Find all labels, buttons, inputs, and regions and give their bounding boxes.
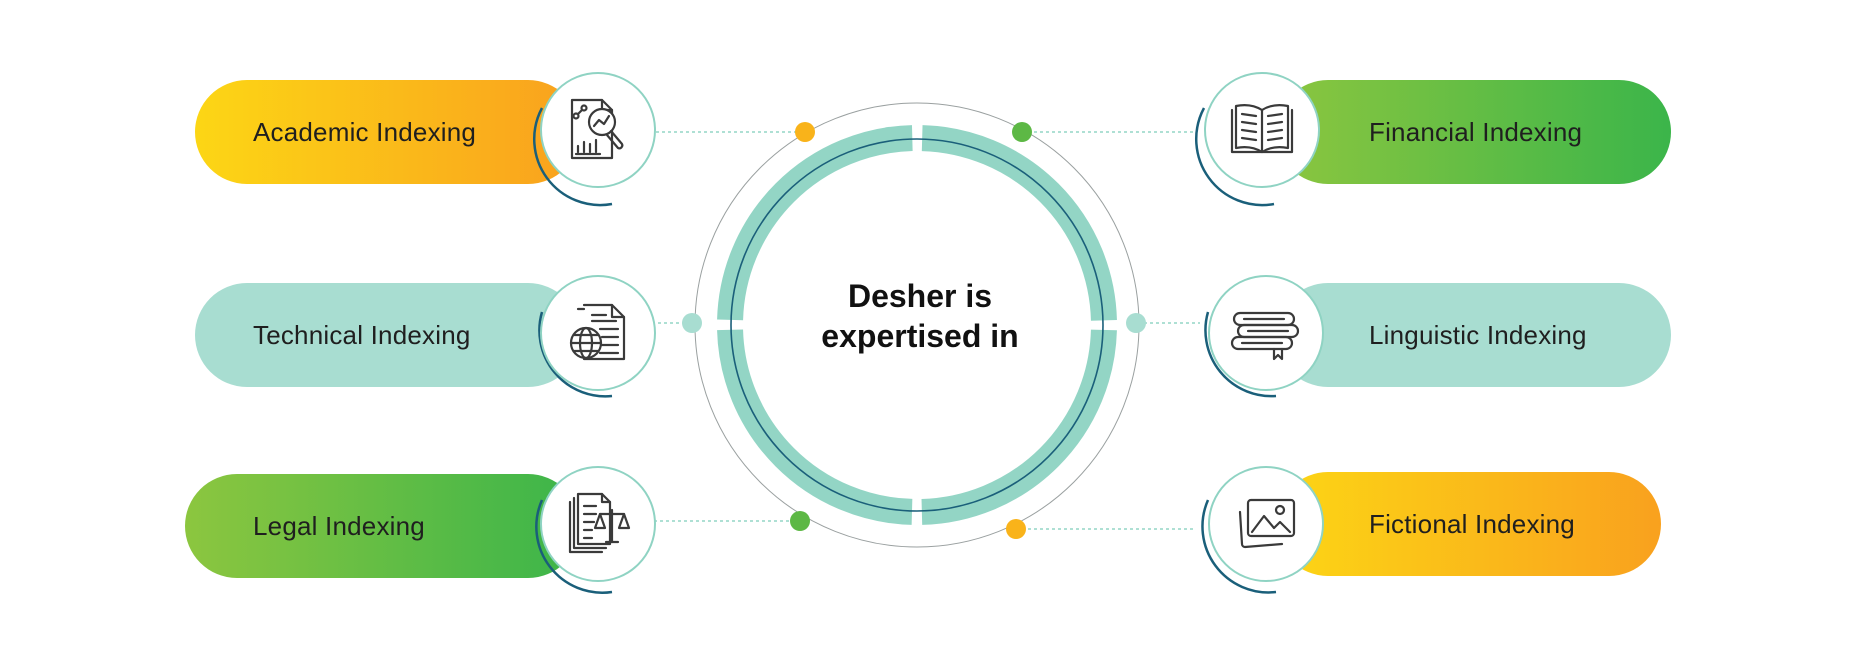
linguistic-indexing-pill: Linguistic Indexing [1196, 283, 1671, 387]
linguistic-badge [1208, 275, 1324, 391]
fictional-badge [1208, 466, 1324, 582]
magnifier-report-icon [570, 98, 624, 160]
legal-indexing-pill: Legal Indexing [185, 474, 580, 578]
linguistic-indexing-label: Linguistic Indexing [1369, 319, 1587, 350]
fictional-indexing-pill: Fictional Indexing [1196, 472, 1661, 576]
connector-lines [652, 131, 1200, 530]
globe-document-icon [569, 303, 626, 361]
legal-indexing-label: Legal Indexing [253, 510, 425, 541]
technical-indexing-label: Technical Indexing [253, 319, 471, 350]
technical-indexing-pill: Technical Indexing [195, 283, 580, 387]
stacked-books-icon [1230, 311, 1300, 361]
financial-badge [1204, 72, 1320, 188]
open-book-icon [1230, 103, 1294, 154]
picture-frames-icon [1238, 498, 1296, 549]
center-title-line-2: expertised in [821, 318, 1019, 354]
legal-documents-scale-icon [568, 492, 631, 554]
academic-indexing-label: Academic Indexing [253, 116, 477, 147]
badge-arcs [532, 107, 1277, 594]
pill-backgrounds [185, 80, 1671, 578]
legal-badge [540, 466, 656, 582]
connector-dots [682, 122, 1146, 539]
center-title-line-1: Desher is [847, 278, 993, 314]
inner-navy-ring [730, 138, 1104, 512]
academic-indexing-pill: Academic Indexing [195, 80, 580, 184]
academic-badge [540, 72, 656, 188]
technical-badge [540, 275, 656, 391]
fictional-indexing-label: Fictional Indexing [1369, 508, 1575, 539]
financial-indexing-label: Financial Indexing [1369, 116, 1583, 147]
center-title: Desher is expertised in [790, 276, 1050, 356]
financial-indexing-pill: Financial Indexing [1196, 80, 1671, 184]
